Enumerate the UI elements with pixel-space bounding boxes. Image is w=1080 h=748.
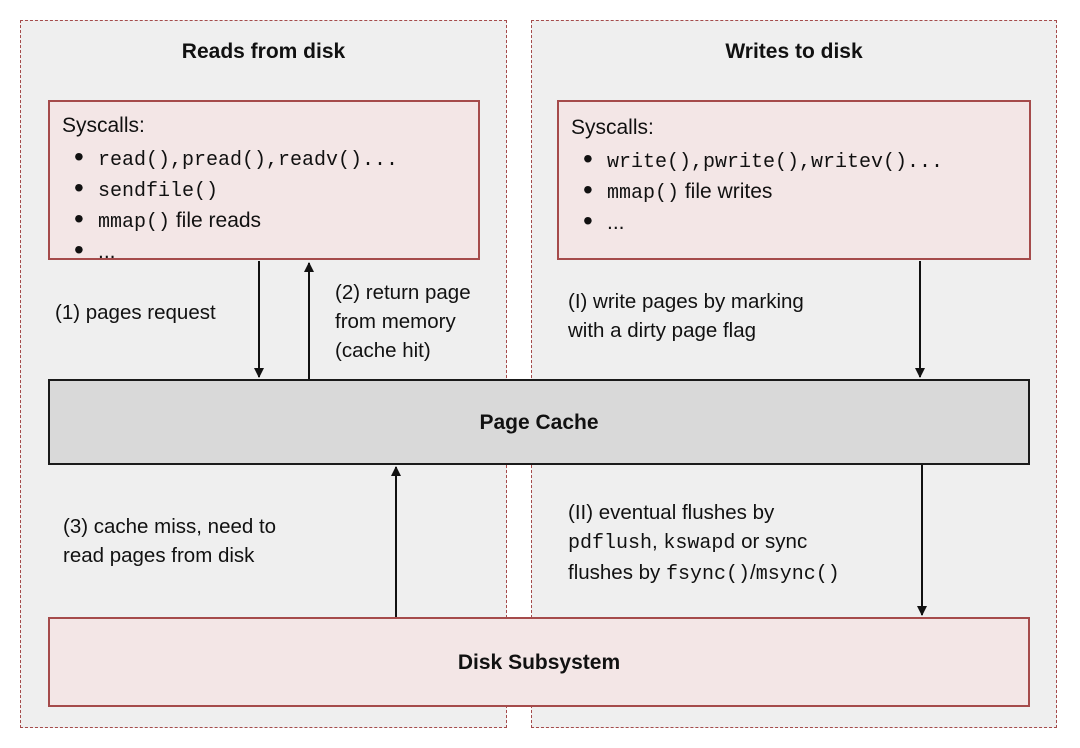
- disk-subsystem-box: Disk Subsystem: [48, 617, 1030, 707]
- page-cache-label: Page Cache: [479, 411, 599, 434]
- writes-panel-title: Writes to disk: [725, 40, 863, 63]
- list-item: mmap() file writes: [573, 175, 943, 208]
- reads-syscall-list: read(),pread(),readv()... sendfile() mma…: [64, 142, 398, 268]
- disk-subsystem-label: Disk Subsystem: [457, 651, 621, 674]
- list-item: write(),pwrite(),writev()...: [573, 144, 943, 177]
- writes-syscalls-box: Syscalls: write(),pwrite(),writev()... m…: [557, 100, 1031, 260]
- write-pages-label: (I) write pages by marking with a dirty …: [568, 290, 804, 342]
- writes-syscalls-title: Syscalls:: [571, 116, 654, 139]
- list-item: read(),pread(),readv()...: [64, 142, 398, 175]
- reads-syscalls-title: Syscalls:: [62, 114, 145, 137]
- list-item: sendfile(): [64, 173, 398, 206]
- list-item: ...: [64, 235, 398, 268]
- cache-miss-label: (3) cache miss, need to read pages from …: [63, 515, 277, 567]
- page-cache-box: Page Cache: [48, 379, 1030, 465]
- return-page-label: (2) return page from memory (cache hit): [335, 281, 471, 362]
- pages-request-label: (1) pages request: [55, 301, 216, 324]
- writes-syscall-list: write(),pwrite(),writev()... mmap() file…: [573, 144, 943, 239]
- reads-syscalls-box: Syscalls: read(),pread(),readv()... send…: [48, 100, 480, 264]
- reads-panel-title: Reads from disk: [181, 40, 346, 63]
- flushes-label: (II) eventual flushes by pdflush, kswapd…: [568, 501, 840, 586]
- list-item: mmap() file reads: [64, 204, 398, 237]
- list-item: ...: [573, 206, 943, 239]
